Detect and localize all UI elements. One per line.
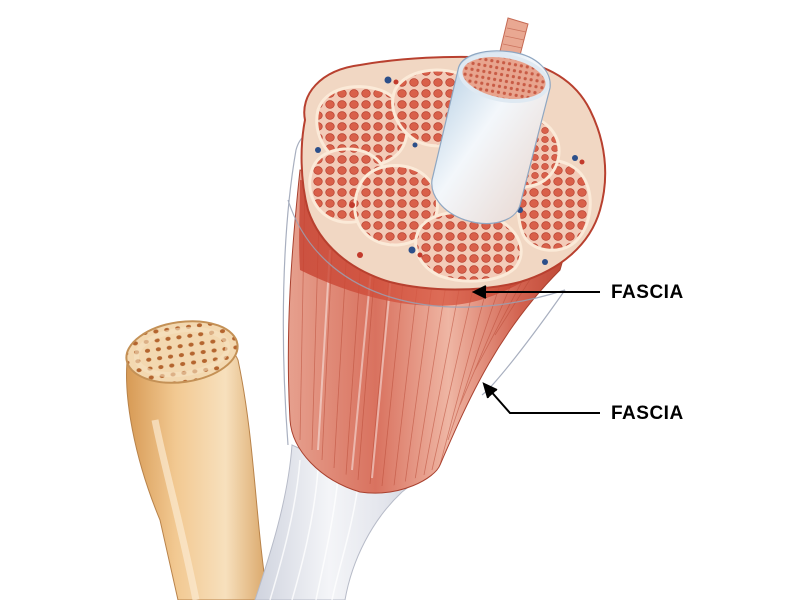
label-fascia-inner: FASCIA bbox=[611, 282, 684, 303]
pointer-arrow-inner-fascia bbox=[471, 285, 600, 299]
label-fascia-outer: FASCIA bbox=[611, 403, 684, 424]
nerve-bundle-end bbox=[458, 53, 550, 103]
bone bbox=[125, 320, 269, 600]
pointer-arrow-outer-fascia bbox=[482, 382, 600, 414]
blood-vessels bbox=[315, 76, 585, 265]
fascicle bbox=[414, 210, 523, 283]
nerve-bundle bbox=[431, 17, 551, 225]
